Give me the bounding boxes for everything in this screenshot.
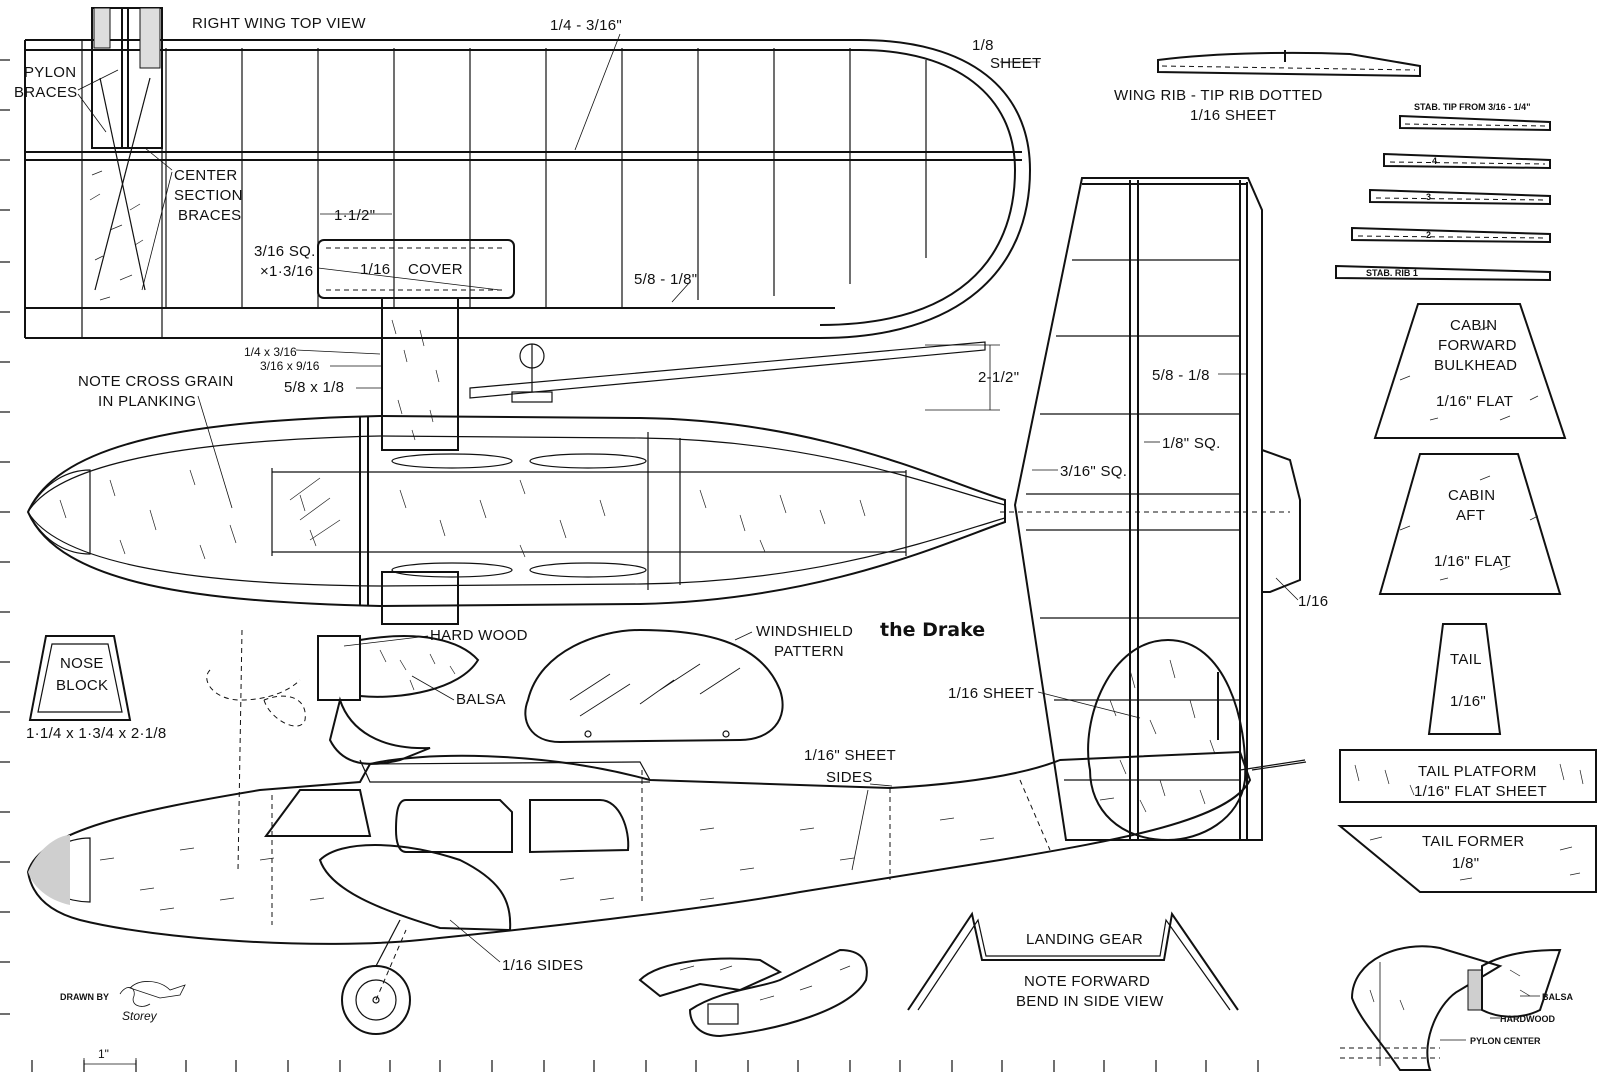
center-braces-label: BRACES [178,207,242,224]
cabin-forward-bulkhead [1373,303,1567,439]
tail-platform-label: TAIL PLATFORM [1418,763,1537,780]
center-label: CENTER [174,167,237,184]
windshield-label: WINDSHIELD [756,623,853,640]
landing-gear [907,911,1239,1011]
propeller-pylon-side [206,629,480,871]
pylon-stock-dim-2: 3/16 x 9/16 [260,359,320,373]
tail-boom [469,341,1000,411]
in-planking-note: IN PLANKING [98,393,196,410]
signature-sketch [119,981,186,1007]
spar-dimension-label: 1/4 - 3/16" [550,17,622,34]
tip-sheet-label: SHEET [990,55,1042,72]
landing-gear-note-1: NOTE FORWARD [1024,973,1150,990]
tail-piece [1427,623,1502,735]
pylon-center-label: PYLON CENTER [1470,1036,1541,1046]
tail-former [1337,825,1597,893]
wing-rib-label: WING RIB - TIP RIB DOTTED [1114,87,1323,104]
windshield-pattern [524,628,784,744]
cabin-aft-bulkhead [1378,453,1562,595]
braces-label: BRACES [14,84,78,101]
scale-bar [83,1058,137,1070]
fin-sheet-label: 1/16 SHEET [948,685,1034,702]
sheet-sides-label: 1/16" SHEET [804,747,896,764]
pylon-parts [638,948,868,1038]
nose-block-label-1: NOSE [60,655,104,672]
leading-edge-dimension-label: 5/8 - 1/8" [634,271,697,288]
pylon-label: PYLON [24,64,76,81]
drawn-by-label: DRAWN BY [60,992,109,1002]
pylon-stock-dim-1: 1/4 x 3/16 [244,345,297,359]
hardwood-detail-label: HARDWOOD [1500,1014,1555,1024]
stab-rib-3-label: 3 [1426,192,1431,202]
cabin-aft-label-2: AFT [1456,507,1485,524]
stab-square-label: 3/16" SQ. [1060,463,1127,480]
wing-rib [1157,50,1421,78]
cabin-forward-label-1: CABIN [1450,317,1497,334]
pylon-stock-dim-3: 5/8 x 1/8 [284,379,344,396]
plan-title: the Drake [880,619,985,641]
square-stock-label: 3/16 SQ. [254,243,316,260]
hard-wood-label: HARD WOOD [430,627,528,644]
cabin-aft-flat-label: 1/16" FLAT [1434,553,1511,570]
nose-block [28,635,132,721]
signature-text: Storey [122,1009,158,1023]
fin-sheet-thickness-label: 1/16 [1298,593,1328,610]
bottom-ruler [31,1060,1259,1072]
cover-thickness-label: 1/16 [360,261,390,278]
stab-leading-edge-label: 5/8 - 1/8 [1152,367,1210,384]
cabin-forward-flat-label: 1/16" FLAT [1436,393,1513,410]
fuselage-side-view [26,750,1306,1035]
sides-label: SIDES [826,769,873,786]
windshield-pattern-label: PATTERN [774,643,844,660]
cover-label: COVER [408,261,463,278]
stab-tip-label: STAB. TIP FROM 3/16 - 1/4" [1414,102,1530,112]
tail-label: TAIL [1450,651,1482,668]
leader-lines [77,33,1540,1041]
balsa-detail-label: BALSA [1542,992,1573,1002]
pylon-center-detail [1340,945,1562,1071]
stab-rib-1-label: STAB. RIB 1 [1366,268,1418,278]
tip-sheet-thickness-label: 1/8 [972,37,994,54]
stab-ribs [1335,114,1551,282]
landing-gear-note-2: BEND IN SIDE VIEW [1016,993,1164,1010]
tail-former-label: TAIL FORMER [1422,833,1524,850]
scale-label: 1" [98,1047,109,1061]
stab-spar-label: 1/8" SQ. [1162,435,1221,452]
boom-height-label: 2-1/2" [978,369,1019,386]
landing-gear-label: LANDING GEAR [1026,931,1143,948]
nose-block-label-2: BLOCK [56,677,108,694]
fuselage-top-view [26,414,1006,608]
stab-rib-4-label: 4 [1432,156,1437,166]
stabilizer-plan [1000,177,1307,842]
sixteenth-sides-label: 1/16 SIDES [502,957,583,974]
wing-rib-sheet-label: 1/16 SHEET [1190,107,1276,124]
tail-platform-sheet-label: 1/16" FLAT SHEET [1414,783,1547,800]
cross-grain-note: NOTE CROSS GRAIN [78,373,234,390]
pylon-top-view [381,297,459,625]
cabin-aft-label-1: CABIN [1448,487,1495,504]
tail-former-thickness-label: 1/8" [1452,855,1479,872]
square-stock-length-label: ×1·3/16 [260,263,313,280]
balsa-label: BALSA [456,691,506,708]
rib-spacing-label: 1·1/2" [334,207,375,224]
nose-block-dimension-label: 1·1/4 x 1·3/4 x 2·1/8 [26,725,167,742]
right-wing-top-view-label: RIGHT WING TOP VIEW [192,15,366,32]
cabin-forward-label-2: FORWARD [1438,337,1517,354]
left-ruler [0,59,10,1015]
wing-top-view [24,7,1032,339]
tail-thickness-label: 1/16" [1450,693,1486,710]
stab-rib-2-label: 2 [1426,230,1431,240]
cabin-forward-label-3: BULKHEAD [1434,357,1517,374]
tail-platform [1339,749,1597,803]
section-label: SECTION [174,187,243,204]
